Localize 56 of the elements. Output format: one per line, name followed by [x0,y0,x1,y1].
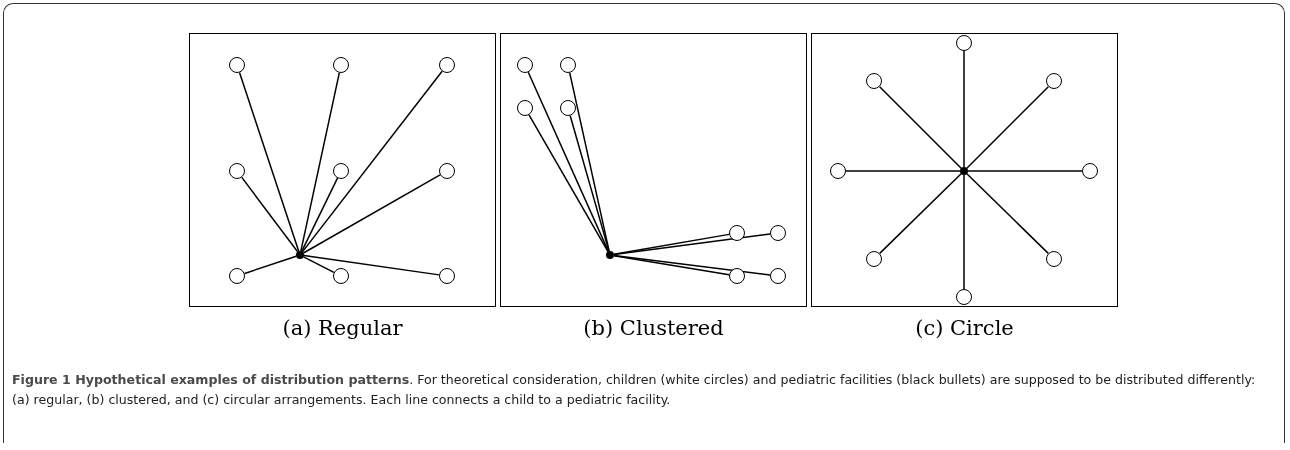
connector-line [613,233,730,256]
child-circle [333,163,349,179]
child-circle [729,268,745,284]
child-circle [770,225,786,241]
connector-line [302,174,441,254]
connector-line [301,70,443,253]
connector-line [303,254,440,276]
connector-line [300,72,341,252]
child-circle [830,163,846,179]
child-circle [956,289,972,305]
child-circle [770,268,786,284]
facility-dot [960,167,968,175]
child-circle [1082,163,1098,179]
child-circle [439,268,455,284]
panel-caption: (b) Clustered [582,315,725,341]
child-circle [560,100,576,116]
panel-caption: (c) Circle [914,315,1015,341]
child-circle [439,57,455,73]
child-circle [229,57,245,73]
connector-line [243,255,297,275]
connector-line [613,233,771,256]
connector-line [613,254,771,276]
child-circle [229,268,245,284]
child-circle [956,35,972,51]
connector-line [966,85,1050,169]
child-circle [866,251,882,267]
connector-line [845,170,961,172]
connector-line [302,256,335,274]
connector-line [963,50,965,168]
child-circle [1046,251,1062,267]
connector-line [241,176,299,253]
child-circle [439,163,455,179]
child-circle [1046,73,1062,89]
connector-line [569,114,610,252]
connector-line [878,173,962,255]
connector-line [569,72,610,252]
facility-dot [606,251,614,259]
connector-line [238,71,300,252]
child-circle [729,225,745,241]
child-circle [333,268,349,284]
child-circle [333,57,349,73]
connector-line [963,174,965,290]
connector-line [613,254,730,276]
connector-line [301,177,339,253]
child-circle [517,57,533,73]
connector-line [966,173,1050,255]
panel-caption: (a) Regular [281,315,404,341]
child-circle [560,57,576,73]
child-circle [229,163,245,179]
connector-line [967,170,1083,172]
child-circle [517,100,533,116]
figure-caption: Figure 1 Hypothetical examples of distribution patterns. For theoretical consideration, children (white circles) and pediatric facilities (black bullets) are supposed to be distributed differently: (a) regular, (b) clustered, and (c) circular arrangements. Each line connects a child to a pediatric facility. [12,371,1257,409]
connector-line [528,114,609,253]
child-circle [866,73,882,89]
connector-line [878,85,962,169]
facility-dot [296,251,304,259]
